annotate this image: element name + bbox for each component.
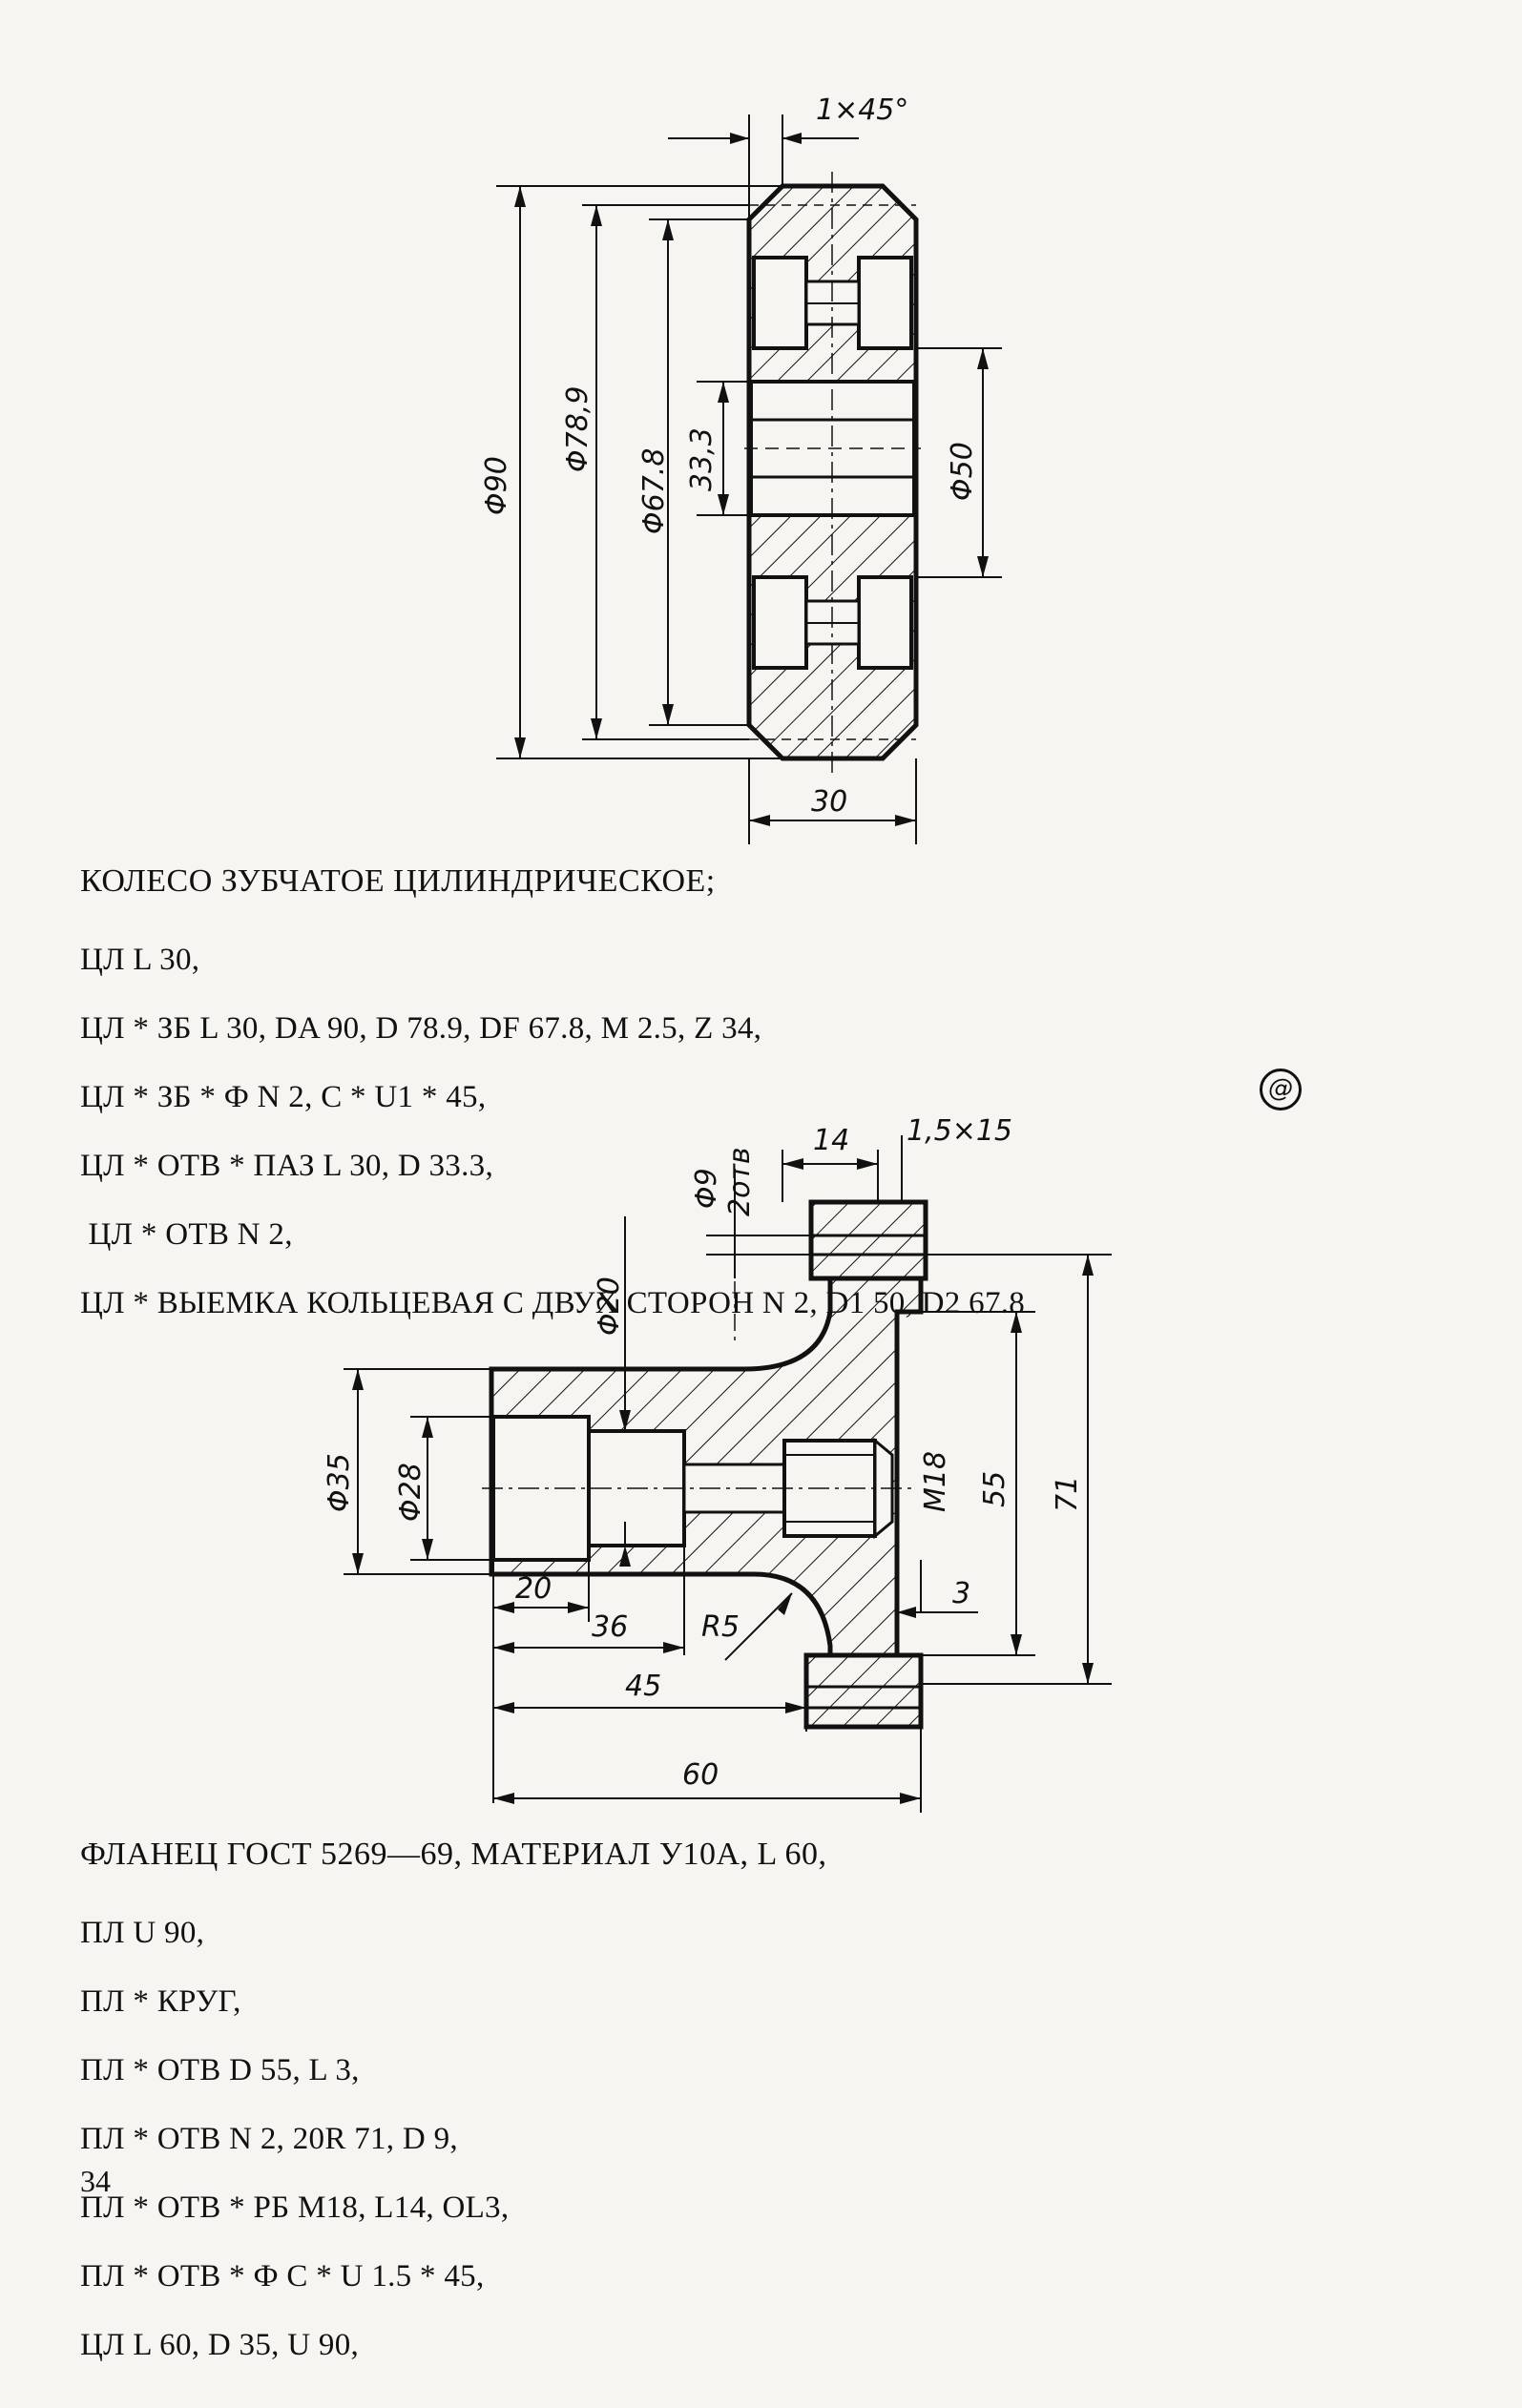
dim-l20: 20 <box>515 1572 552 1606</box>
dim-d55: 55 <box>978 1471 1011 1507</box>
gear-code-line: ЦЛ * ЗБ * Ф N 2, C * U1 * 45, <box>80 1080 487 1114</box>
dim-width: 30 <box>811 785 847 819</box>
at-sign-stamp-icon: @ <box>1260 1069 1302 1111</box>
dim-d50: Φ50 <box>946 442 979 501</box>
flange-code-line: ПЛ * ОТВ * РБ M18, L14, OL3, <box>80 2190 510 2225</box>
dim-d33: 33,3 <box>685 427 719 491</box>
flange-code-line: ПЛ * ОТВ N 2, 20R 71, D 9, <box>80 2122 458 2156</box>
flange-code-line: ПЛ * ОТВ D 55, L 3, <box>80 2053 360 2087</box>
gear-caption: КОЛЕСО ЗУБЧАТОЕ ЦИЛИНДРИЧЕСКОЕ; <box>80 863 716 899</box>
document-page: 1×45° Φ90 Φ78,9 <box>80 93 1302 2361</box>
gear-code-line: ЦЛ L 30, <box>80 943 200 977</box>
flange-code-line: ПЛ U 90, <box>80 1916 205 1950</box>
flange-code-block: ПЛ U 90, ПЛ * КРУГ, ПЛ * ОТВ D 55, L 3, … <box>80 1876 509 2402</box>
dim-l14: 14 <box>813 1124 849 1157</box>
dim-l60: 60 <box>682 1758 719 1792</box>
dim-d90: Φ90 <box>480 456 513 515</box>
gear-code-line: ЦЛ * ЗБ L 30, DA 90, D 78.9, DF 67.8, M … <box>80 1011 762 1046</box>
dim-d9: Φ9 <box>690 1168 723 1209</box>
gear-drawing: 1×45° Φ90 Φ78,9 <box>480 93 1002 844</box>
dim-d20: Φ20 <box>593 1277 626 1336</box>
dim-d71: 71 <box>1051 1476 1084 1512</box>
page-number: 34 <box>80 2164 111 2198</box>
flange-code-line: ПЛ * ОТВ * Ф С * U 1.5 * 45, <box>80 2259 485 2294</box>
dim-l3: 3 <box>952 1577 970 1610</box>
dim-chamfer: 1,5×15 <box>907 1114 1012 1148</box>
flange-caption: ФЛАНЕЦ ГОСТ 5269—69, МАТЕРИАЛ У10А, L 60… <box>80 1837 827 1872</box>
dim-chamfer: 1×45° <box>816 93 908 127</box>
flange-code-line: ПЛ * КРУГ, <box>80 1984 241 2019</box>
dim-d35: Φ35 <box>323 1453 356 1512</box>
gear-code-line: ЦЛ * ОТВ N 2, <box>80 1217 293 1252</box>
flange-code-line: ЦЛ L 60, D 35, U 90, <box>80 2328 360 2362</box>
dim-d28: Φ28 <box>394 1463 427 1522</box>
dim-d67: Φ67.8 <box>637 448 671 534</box>
dim-holes: 2отв <box>723 1147 757 1216</box>
dim-d78: Φ78,9 <box>561 386 594 472</box>
gear-code-line: ЦЛ * ОТВ * ПАЗ L 30, D 33.3, <box>80 1149 494 1183</box>
dim-r5: R5 <box>701 1610 740 1644</box>
dim-l45: 45 <box>625 1670 661 1703</box>
dim-l36: 36 <box>592 1610 628 1644</box>
flange-drawing: Φ9 2отв 14 1,5×15 Φ20 Φ35 Φ28 M18 <box>323 1114 1112 1813</box>
dim-m18: M18 <box>919 1451 952 1512</box>
